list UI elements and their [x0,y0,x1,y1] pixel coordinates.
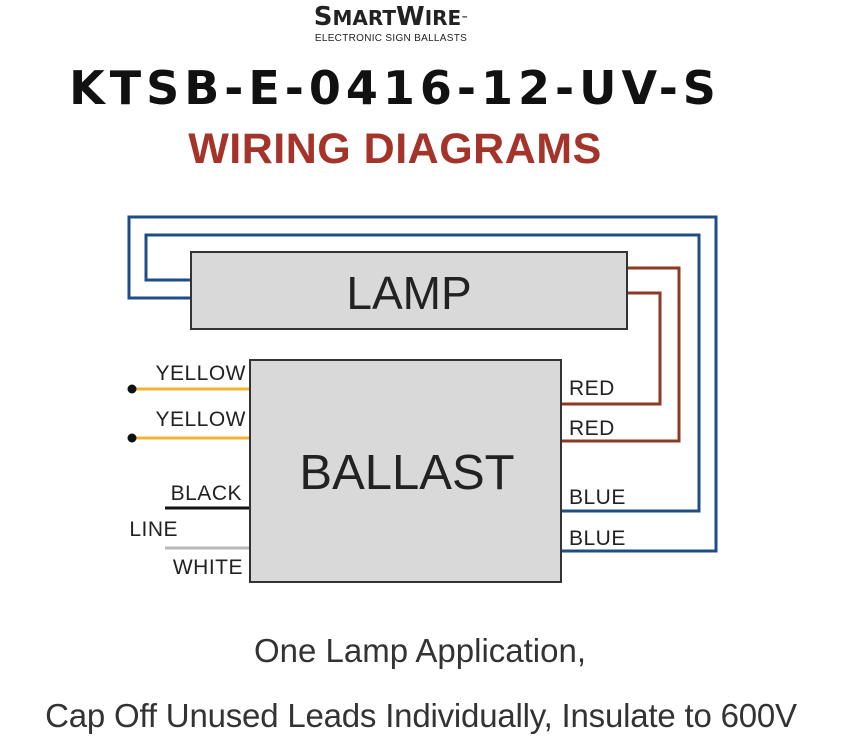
caption-line-2: Cap Off Unused Leads Individually, Insul… [45,697,797,734]
left-wire-label-white: WHITE [173,556,243,579]
right-wire-label-blue-2: BLUE [569,527,626,550]
ballast-box [249,359,562,583]
right-wire-label-red-2: RED [569,417,615,440]
yellow-wire-1-terminal [127,384,137,394]
right-wire-label-red-1: RED [569,377,615,400]
right-wire-label-blue-1: BLUE [569,486,626,509]
blue-wire-outer [127,215,718,553]
lamp-box [190,251,628,330]
blue-wire-inner [144,233,701,513]
left-wire-label-yellow-1: YELLOW [155,362,246,385]
logo-brand: SMARTWIRE™ [313,2,469,32]
left-wire-label-black: BLACK [171,482,242,505]
red-wire-outer [561,266,681,443]
lamp-label: LAMP [346,267,471,319]
caption-line-1: One Lamp Application, [253,632,587,669]
logo-tagline: ELECTRONIC SIGN BALLASTS [314,33,468,44]
diagram-heading: WIRING DIAGRAMS [188,125,602,173]
left-wire-label-yellow-2: YELLOW [155,408,246,431]
smartwire-logo: SMARTWIRE™ ELECTRONIC SIGN BALLASTS [0,0,782,44]
line-label: LINE [129,518,178,541]
red-wire-inner [561,291,662,406]
model-number: KTSB-E-0416-12-UV-S [69,61,721,115]
ballast-label: BALLAST [299,446,514,500]
yellow-wire-2-terminal [127,433,137,443]
